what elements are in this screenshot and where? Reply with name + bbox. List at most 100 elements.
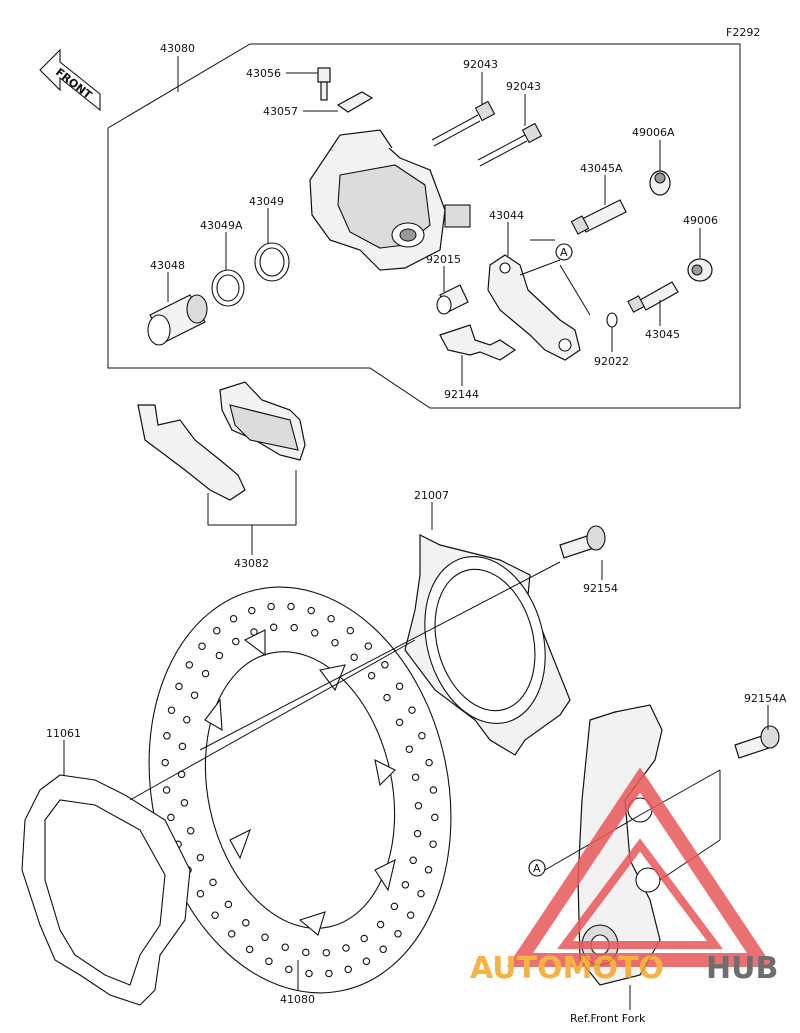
- watermark-text-part1: AUTOMOTO: [470, 951, 664, 986]
- disc-hole: [362, 957, 371, 966]
- disc-hole: [383, 693, 391, 702]
- disc-hole: [167, 813, 175, 822]
- disc-hole: [269, 623, 278, 632]
- disc-hole: [302, 948, 310, 957]
- disc-hole: [161, 758, 169, 767]
- disc-hole: [183, 715, 191, 724]
- disc-hole: [413, 829, 422, 838]
- cover-11061: [21, 774, 191, 1006]
- disc-hole: [196, 853, 205, 862]
- disc-hole: [213, 626, 221, 635]
- disc-hole: [325, 969, 333, 978]
- caliper-assembly-frame: [107, 43, 741, 409]
- disc-hole: [411, 773, 420, 781]
- disc-hole: [342, 944, 350, 952]
- sleeve-43045a: [570, 199, 627, 235]
- disc-hole: [209, 878, 217, 887]
- disc-hole: [281, 943, 289, 951]
- disc-hole: [242, 919, 250, 927]
- disc-hole: [364, 642, 373, 650]
- part-label: 43045: [645, 328, 680, 341]
- disc-hole: [198, 642, 206, 650]
- disc-hole: [405, 745, 414, 753]
- ref-a-label: A: [560, 246, 568, 259]
- disc-hole: [162, 786, 171, 794]
- piston-43048: [147, 294, 208, 346]
- ref-a-label: A: [533, 862, 541, 875]
- disc-hole: [196, 889, 205, 898]
- disc-hole: [367, 671, 376, 680]
- caliper-body: [309, 129, 471, 271]
- abs-sensor-ring: [404, 534, 571, 756]
- disc-hole: [429, 840, 437, 848]
- part-label: 43049: [249, 195, 284, 208]
- bleeder-screw: [317, 67, 331, 101]
- disc-hole: [167, 706, 176, 714]
- disc-hole: [178, 742, 187, 751]
- disc-holes: [161, 602, 439, 978]
- front-direction-arrow-icon: FRONT: [39, 48, 101, 112]
- disc-hole: [245, 945, 254, 954]
- disc-hole: [265, 957, 273, 966]
- bolt-92154a: [734, 725, 780, 759]
- disc-hole: [327, 614, 335, 623]
- disc-hole: [215, 651, 224, 660]
- disc-hole: [395, 718, 404, 727]
- caliper-bracket: [487, 254, 581, 361]
- disc-hole: [175, 682, 183, 691]
- disc-hole: [267, 602, 275, 611]
- disc-hole: [350, 653, 358, 661]
- disc-hole: [186, 827, 195, 835]
- boot-49006: [687, 258, 713, 282]
- part-label: 11061: [46, 727, 81, 740]
- part-label: 43044: [489, 209, 524, 222]
- circlip-92022: [606, 312, 618, 328]
- disc-hole: [346, 626, 355, 635]
- disc-hole: [390, 902, 399, 911]
- part-label: 92043: [463, 58, 498, 71]
- disc-hole: [232, 637, 240, 646]
- disc-hole: [429, 786, 438, 794]
- caliper-pin-upper: [431, 100, 496, 147]
- disc-hole: [229, 614, 238, 623]
- part-label: 43049A: [200, 219, 243, 232]
- ref-marker-a: A: [528, 859, 546, 877]
- part-label: 21007: [414, 489, 449, 502]
- disc-hole: [305, 969, 313, 978]
- part-label: 43080: [160, 42, 195, 55]
- disc-hole: [311, 629, 319, 637]
- disc-hole: [414, 801, 423, 810]
- disc-hole: [322, 948, 331, 957]
- disc-hole: [425, 758, 433, 767]
- disc-cutouts: [204, 629, 396, 936]
- part-label: 92154A: [744, 692, 787, 705]
- disc-hole: [418, 731, 426, 740]
- part-label: 49006: [683, 214, 718, 227]
- disc-hole: [406, 911, 415, 919]
- disc-hole: [201, 669, 210, 678]
- part-label: 43048: [150, 259, 185, 272]
- brake-pads: [137, 381, 306, 501]
- disc-hole: [379, 945, 387, 954]
- part-label: 92154: [583, 582, 618, 595]
- disc-hole: [248, 606, 256, 615]
- automotohub-watermark-logo: AUTOMOTO HUB: [470, 767, 778, 986]
- disc-hole: [408, 706, 416, 714]
- ref-marker-a: A: [555, 243, 573, 261]
- part-label: 92022: [594, 355, 629, 368]
- disc-hole: [417, 889, 425, 898]
- bleeder-cap: [336, 91, 374, 113]
- part-label: 92043: [506, 80, 541, 93]
- part-label: 43082: [234, 557, 269, 570]
- part-label: 49006A: [632, 126, 675, 139]
- figure-code: F2292: [726, 26, 760, 39]
- brake-disc: [148, 586, 452, 994]
- disc-hole: [224, 900, 233, 909]
- disc-hole: [287, 602, 295, 611]
- sleeve-43045: [627, 281, 679, 313]
- disc-hole: [307, 606, 315, 615]
- watermark-text-part2: HUB: [706, 951, 778, 986]
- part-label: 92144: [444, 388, 479, 401]
- disc-hole: [431, 813, 439, 822]
- disc-hole: [409, 856, 417, 865]
